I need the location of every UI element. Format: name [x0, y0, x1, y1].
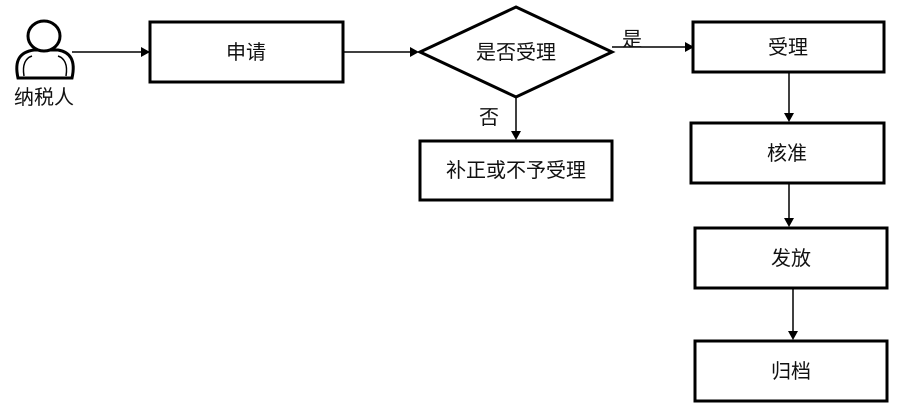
person-icon — [15, 19, 75, 80]
edge-issue-archive — [788, 288, 798, 340]
node-apply-label: 申请 — [226, 40, 266, 64]
edge-accept-approve — [784, 72, 794, 122]
edge-apply-decision — [343, 47, 419, 57]
edge-decision-reject: 否 — [479, 97, 521, 140]
actor-label: 纳税人 — [14, 85, 74, 109]
edge-decision-accept: 是 — [612, 27, 694, 52]
node-issue: 发放 — [693, 226, 889, 290]
node-reject-label: 补正或不予受理 — [446, 158, 586, 182]
node-apply: 申请 — [148, 20, 345, 84]
edge-approve-issue — [784, 183, 794, 227]
actor-taxpayer: 纳税人 — [14, 19, 75, 109]
edge-actor-apply — [72, 47, 150, 57]
node-decision-label: 是否受理 — [476, 40, 556, 64]
node-accept-label: 受理 — [768, 35, 808, 59]
edge-label-yes: 是 — [622, 27, 642, 51]
edge-label-no: 否 — [479, 105, 499, 129]
node-decision: 是否受理 — [416, 5, 616, 99]
node-issue-label: 发放 — [771, 246, 811, 270]
node-archive: 归档 — [693, 339, 889, 403]
node-archive-label: 归档 — [771, 359, 811, 383]
node-reject: 补正或不予受理 — [418, 139, 614, 202]
node-approve: 核准 — [689, 121, 886, 185]
node-approve-label: 核准 — [767, 141, 807, 165]
node-accept: 受理 — [691, 20, 886, 74]
